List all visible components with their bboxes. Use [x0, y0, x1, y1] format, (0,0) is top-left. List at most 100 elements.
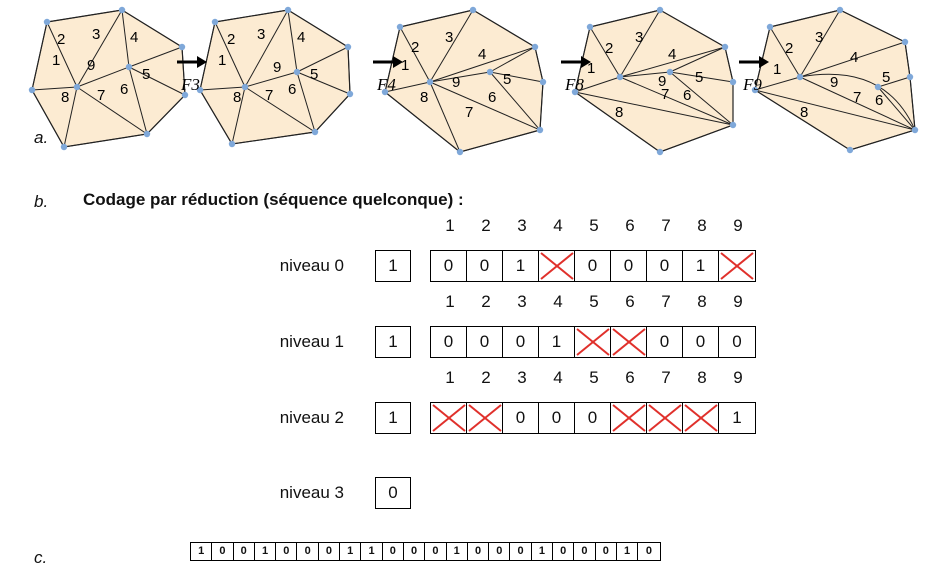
bit: 0 [553, 543, 575, 560]
face-label: 4 [478, 46, 486, 63]
bit-cell: 0 [611, 251, 647, 281]
bit-cell: 0 [467, 251, 503, 281]
face-label: 4 [297, 29, 305, 46]
level-flag: 0 [375, 477, 411, 509]
bit-cell: 0 [683, 327, 719, 357]
mesh-vertex [426, 78, 434, 86]
mesh-vertex [656, 6, 664, 14]
transition-label: F3 [180, 75, 200, 94]
face-label: 1 [587, 60, 595, 77]
mesh-vertex [616, 73, 624, 81]
column-index: 1 [445, 368, 455, 387]
mesh-edge [769, 26, 801, 78]
column-index: 6 [625, 292, 635, 311]
mesh-edge [231, 131, 316, 145]
mesh-vertex [181, 91, 189, 99]
mesh-edge [128, 66, 148, 135]
transition-label: F8 [564, 75, 584, 94]
mesh-edge [287, 9, 349, 48]
mesh-edge [399, 26, 431, 83]
face-label: 2 [57, 31, 65, 48]
mesh-vertex [211, 18, 219, 26]
mesh-edge [754, 89, 851, 151]
column-index: 7 [661, 368, 671, 387]
mesh-vertex [836, 6, 844, 14]
mesh-vertex [469, 6, 477, 14]
mesh-edge [31, 89, 65, 148]
mesh-edge [472, 9, 536, 48]
column-index: 8 [697, 292, 707, 311]
bit-cell: 0 [575, 251, 611, 281]
mesh-edge [31, 86, 78, 91]
mesh-edge [429, 9, 474, 83]
column-index: 2 [481, 368, 491, 387]
face-label: 3 [445, 29, 453, 46]
face-label: 6 [288, 81, 296, 98]
bit-cell: 0 [539, 403, 575, 433]
mesh-edge [46, 21, 78, 88]
transition-arrow-F3: F3 [177, 56, 207, 94]
mesh-edge [909, 76, 916, 131]
mesh-edge [459, 129, 541, 153]
mesh-edge [384, 26, 401, 93]
mesh-edge [429, 71, 491, 83]
arrow-head [759, 56, 769, 68]
mesh-edge [244, 71, 298, 88]
column-index: 3 [517, 368, 527, 387]
mesh-edge [76, 66, 130, 88]
bit-cell: 0 [732, 332, 742, 351]
face-label: 3 [257, 26, 265, 43]
mesh-vertex [721, 43, 729, 51]
mesh-edge [128, 66, 186, 96]
removed-cell [611, 403, 647, 433]
mesh-edge [877, 86, 916, 131]
mesh-outline [574, 9, 734, 153]
mesh-edge [296, 71, 351, 95]
face-label: 2 [227, 31, 235, 48]
mesh-edge [904, 41, 911, 78]
mesh-edge [659, 9, 726, 48]
face-label: 6 [875, 92, 883, 109]
mesh-vertex [28, 86, 36, 94]
mesh-vertex [125, 63, 133, 71]
bit: 1 [361, 543, 383, 560]
mesh-edge [384, 91, 461, 153]
bit: 0 [276, 543, 298, 560]
level-label: niveau 0 [279, 256, 344, 275]
column-index: 3 [517, 292, 527, 311]
face-label: 6 [683, 87, 691, 104]
mesh-vertex [396, 23, 404, 31]
bit: 1 [617, 543, 639, 560]
mesh-vertex [586, 23, 594, 31]
mesh-vertex [73, 83, 81, 91]
mesh-edge [589, 9, 661, 28]
face-label: 7 [465, 104, 473, 121]
mesh-vertex [766, 23, 774, 31]
level-flag: 1 [375, 326, 411, 358]
mesh-edge [199, 89, 233, 145]
mesh-edge [121, 9, 183, 48]
column-index: 5 [589, 292, 599, 311]
transition-arrow-F9: F9 [739, 56, 769, 94]
mesh-edge [384, 81, 431, 93]
face-label: 5 [503, 71, 511, 88]
bit-cell: 0 [575, 403, 611, 433]
face-label: 2 [785, 40, 793, 57]
mesh-vertex [911, 126, 919, 134]
mesh-edge [199, 21, 216, 91]
bit-cell: 0 [503, 403, 539, 433]
bit: 1 [447, 543, 468, 560]
bit: 0 [574, 543, 596, 560]
mesh-vertex [531, 43, 539, 51]
mesh-edge [76, 9, 123, 88]
bit: 0 [596, 543, 617, 560]
mesh-edge [489, 46, 536, 73]
removed-cell [431, 403, 467, 433]
mesh-edge [669, 71, 734, 83]
bit: 1 [340, 543, 362, 560]
mesh-edge [287, 9, 298, 73]
